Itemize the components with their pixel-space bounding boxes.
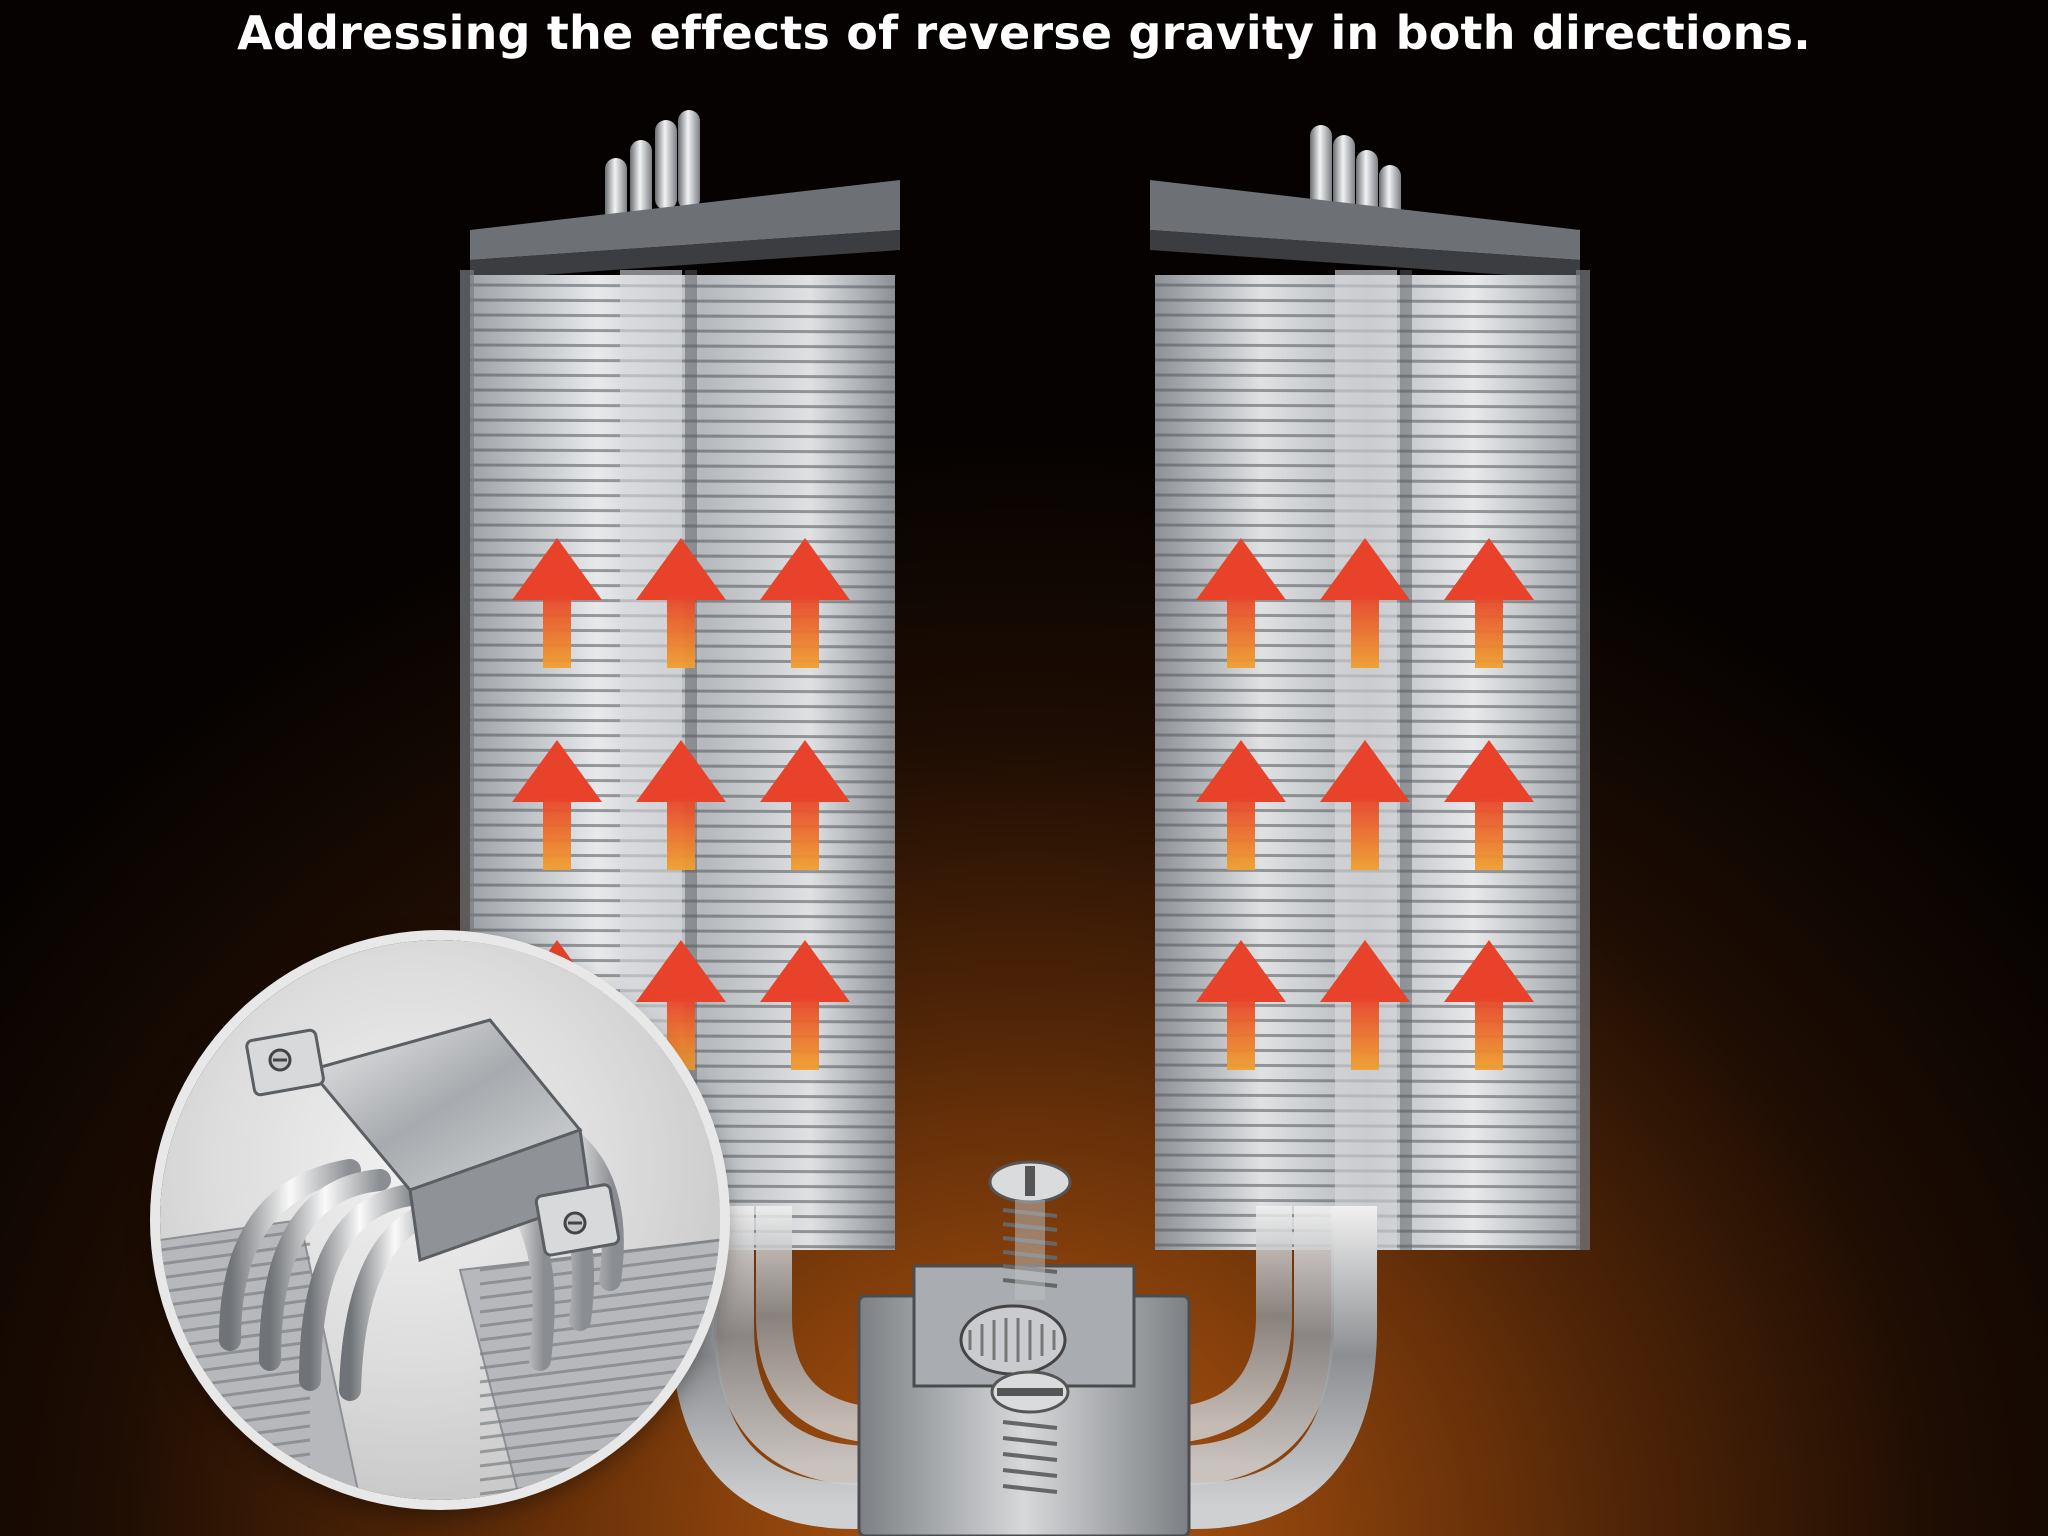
up-arrow-icon [1320, 538, 1410, 668]
up-arrow-icon [636, 740, 726, 870]
up-arrow-icon [636, 940, 726, 1070]
up-arrow-icon [1320, 940, 1410, 1070]
inset-illustration [160, 1018, 720, 1500]
headline: Addressing the effects of reverse gravit… [237, 6, 1811, 60]
right-fin-tower [1150, 110, 1590, 1250]
screw-icon [988, 1160, 1072, 1300]
up-arrow-icon [1196, 940, 1286, 1070]
up-arrow-icon [512, 538, 602, 668]
up-arrow-icon [760, 940, 850, 1070]
up-arrow-icon [1320, 740, 1410, 870]
up-arrow-icon [636, 538, 726, 668]
up-arrow-icon [512, 740, 602, 870]
screw-icon [990, 1370, 1070, 1494]
up-arrow-icon [760, 740, 850, 870]
up-arrow-icon [1196, 740, 1286, 870]
right-fin-stack [1150, 125, 1590, 1250]
up-arrow-icon [1444, 538, 1534, 668]
up-arrow-icon [1196, 538, 1286, 668]
base-closeup-inset [160, 940, 720, 1500]
thumbscrew-icon [959, 1304, 1067, 1376]
up-arrow-icon [760, 538, 850, 668]
up-arrow-icon [1444, 740, 1534, 870]
up-arrow-icon [1444, 940, 1534, 1070]
